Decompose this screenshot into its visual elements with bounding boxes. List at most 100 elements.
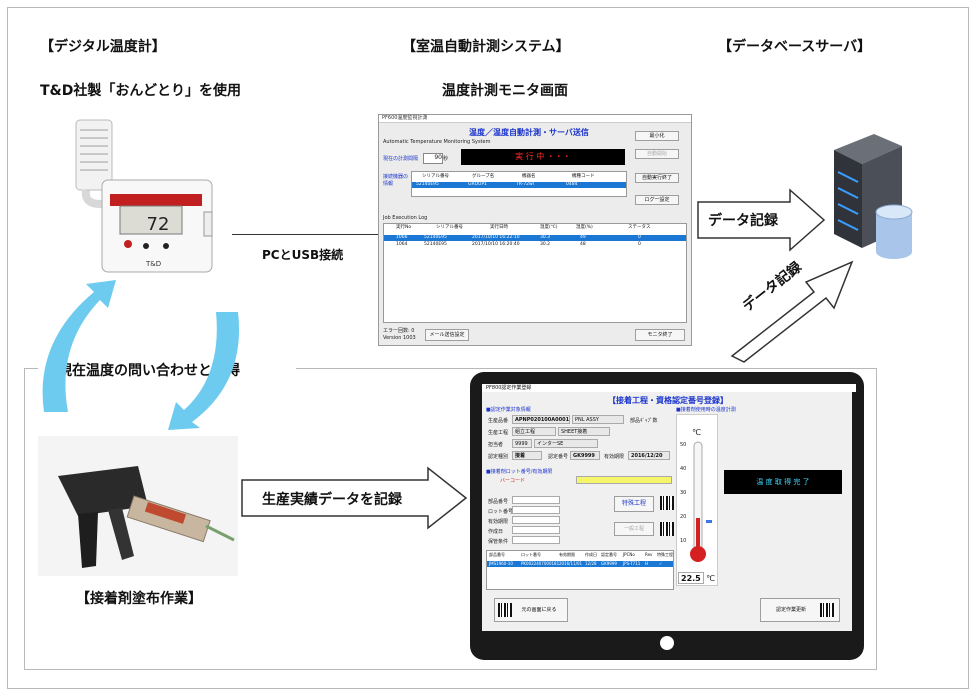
log-cell: 49	[580, 235, 586, 240]
interval-input[interactable]: 90	[423, 153, 443, 164]
lot-field-input[interactable]	[512, 536, 560, 544]
device-col-serial: シリアル番号	[422, 174, 449, 179]
special-process-button[interactable]: 特殊工程	[614, 496, 654, 512]
mail-settings-button[interactable]: メール送信設定	[425, 329, 469, 341]
therm-tick: 40	[680, 466, 687, 472]
usb-label: PCとUSB接続	[262, 248, 344, 262]
header-query: 現在温度の問い合わせと取得	[54, 360, 244, 380]
header-system-sub: 温度計測モニタ画面	[442, 83, 568, 99]
log-header: 実行No シリアル番号 実行日時 温度(℃) 湿度(%) ステータス	[384, 225, 686, 231]
inner-frame-top-left	[24, 368, 38, 369]
therm-tick: 20	[680, 514, 687, 520]
log-row[interactable]: 1066 52140E95 2017/10/10 16:22:10 30.3 4…	[384, 235, 686, 241]
log-label: Job Execution Log	[383, 215, 428, 221]
part-no-label: 生産品番	[488, 418, 509, 424]
data-record-arrow-1	[697, 188, 826, 252]
end-monitor-button[interactable]: モニタ終了	[635, 329, 685, 341]
lot-field-label: 作成日	[488, 529, 504, 535]
device-cell-serial: 52140E95	[416, 182, 439, 187]
temp-unit: ℃	[706, 574, 715, 583]
lot-field-input[interactable]	[512, 516, 560, 524]
minimize-button[interactable]: 最小化	[635, 131, 679, 141]
grid-cell: 12/28	[585, 561, 597, 566]
tablet-title: 【接着工程・資格認定番号登録】	[608, 396, 728, 405]
device-list-row[interactable]: 52140E95 GROUP1 TR-72wl 0484	[412, 182, 626, 188]
sheet-field[interactable]: SHEET接着	[558, 427, 610, 436]
grid-col: 特殊工程	[657, 552, 673, 557]
log-col-datetime: 実行日時	[490, 225, 508, 230]
data-record-arrow-2	[730, 260, 854, 363]
device-col-code: 機種コード	[572, 174, 595, 179]
log-cell: 48	[580, 242, 586, 247]
error-count: エラー回数: 0	[383, 328, 415, 334]
tablet-home-button[interactable]	[660, 636, 674, 650]
tablet-titlebar: PF800認定作業登録	[482, 384, 856, 392]
worker-name-field[interactable]: インターSE	[534, 439, 598, 448]
cert-no-field[interactable]: GK9999	[570, 451, 600, 460]
grid-cell: 2016/11/01	[559, 561, 583, 566]
grid-row[interactable]: JMS1960-10 PK0022407000181 2016/11/01 12…	[487, 561, 673, 567]
therm-tick: 30	[680, 490, 687, 496]
grid-table[interactable]: 部品番号 ロット番号 有効期限 作成日 認定番号 JPCNo Rev 特殊工程 …	[486, 550, 674, 590]
log-col-no: 実行No	[396, 225, 412, 230]
log-cell: 1064	[396, 242, 408, 247]
expiry-field[interactable]: 2016/12/20	[628, 451, 670, 460]
worker-no-field[interactable]: 9999	[512, 439, 532, 448]
part-name-field[interactable]: PNL ASSY	[572, 415, 624, 424]
monitor-title: 温度／温度自動計測・サーバ送信	[469, 128, 589, 137]
parts-count-label: 部品ｷﾞｬﾌﾟ数	[630, 418, 658, 424]
log-col-status: ステータス	[628, 225, 651, 230]
auto-end-button[interactable]: 自動実行終了	[635, 173, 679, 183]
device-cell-code: 0484	[566, 182, 578, 187]
grid-col: 有効期限	[559, 552, 575, 557]
part-no-field[interactable]: APNP020100A0001	[512, 415, 570, 424]
svg-text:T&D: T&D	[145, 260, 161, 268]
barcode-input[interactable]	[576, 476, 672, 484]
production-record-arrow	[241, 466, 468, 530]
lot-field-input[interactable]	[512, 496, 560, 504]
status-display: 実 行 中 ・・・	[461, 149, 625, 165]
qr-code-icon	[498, 603, 512, 617]
update-button[interactable]: 認定作業更新	[760, 598, 840, 622]
grid-col: ロット番号	[521, 552, 541, 557]
grid-cell: JMS1960-10	[489, 561, 513, 566]
log-col-temp: 温度(℃)	[540, 225, 558, 230]
process-label: 生産工程	[488, 430, 509, 436]
thermometer-device: 72 T&D	[75, 119, 213, 273]
tablet-screen: PF800認定作業登録 【接着工程・資格認定番号登録】 ■認定作業対象情報 ■接…	[482, 384, 856, 631]
lot-field-label: 有効期限	[488, 519, 509, 525]
cert-type-field[interactable]: 接着	[512, 451, 542, 460]
outer-frame	[7, 7, 969, 689]
inner-frame	[24, 368, 877, 670]
start-button[interactable]: 自動開始	[635, 149, 679, 159]
section-right: ■接着剤使用時の温度計測	[676, 407, 736, 413]
monitor-window: PF600温度監視計測 温度／温度自動計測・サーバ送信 Automatic Te…	[378, 114, 692, 346]
device-col-name: 機器名	[522, 174, 536, 179]
settings-button[interactable]: ログ一設定	[635, 195, 679, 205]
lot-field-label: ロット番号	[488, 509, 514, 515]
log-table[interactable]: 実行No シリアル番号 実行日時 温度(℃) 湿度(%) ステータス 1066 …	[383, 223, 687, 323]
grid-col: Rev	[645, 552, 653, 557]
device-list[interactable]: シリアル番号 グループ名 機器名 機種コード 52140E95 GROUP1 T…	[411, 171, 627, 197]
grid-cell: ✓	[659, 561, 663, 566]
therm-tick: 10	[680, 538, 687, 544]
lot-field-input[interactable]	[512, 526, 560, 534]
header-adhesive: 【接着剤塗布作業】	[76, 591, 202, 607]
header-thermometer-sub: T&D社製「おんどとり」を使用	[40, 83, 241, 99]
grid-cell: GK9999	[601, 561, 617, 566]
grid-col: 認定番号	[601, 552, 617, 557]
log-cell: 0	[638, 235, 641, 240]
lot-field-label: 保管条件	[488, 539, 509, 545]
log-cell: 52140E95	[424, 235, 447, 240]
log-row[interactable]: 1064 52140E95 2017/10/10 16:20:40 30.2 4…	[384, 242, 686, 248]
log-cell: 2017/10/10 16:20:40	[472, 242, 520, 247]
log-cell: 30.2	[540, 242, 551, 247]
grid-cell: H	[645, 561, 649, 566]
log-cell: 1066	[396, 235, 408, 240]
lot-field-input[interactable]	[512, 506, 560, 514]
therm-tick: 50	[680, 442, 687, 448]
monitor-subtitle: Automatic Temperature Monitoring System	[383, 139, 491, 145]
process-field[interactable]: 組立工程	[512, 427, 556, 436]
section-left: ■認定作業対象情報	[486, 407, 531, 413]
normal-process-button[interactable]: 一般工程	[614, 522, 654, 536]
